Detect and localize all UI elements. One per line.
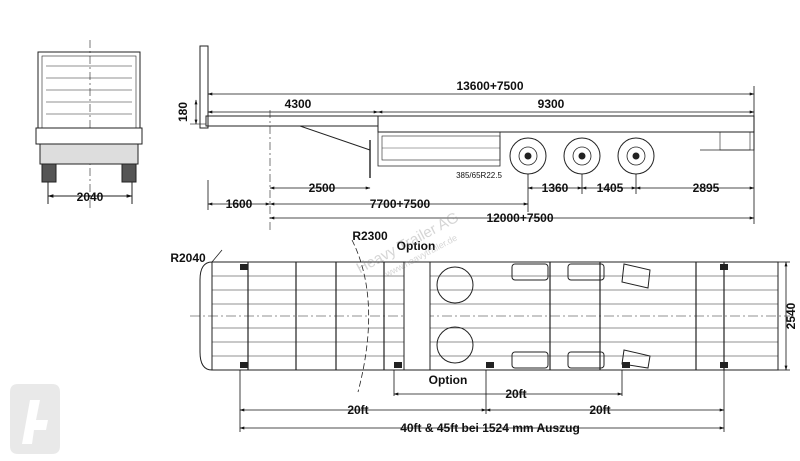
wheel-pocket-3 (511, 351, 549, 369)
wheel-pocket-2 (567, 263, 605, 281)
top-view (190, 239, 790, 393)
container-20ft-center-label: 20ft (505, 387, 526, 401)
front-nose (199, 261, 213, 371)
top-deck-outline (211, 261, 779, 371)
rear-wheel-right (121, 163, 137, 183)
container-20ft-right-label: 20ft (589, 403, 610, 417)
side-headboard (199, 45, 209, 129)
kingpin-to-leg-label: 2500 (309, 181, 336, 195)
rear-deck (35, 127, 143, 145)
container-20ft-left-label: 20ft (347, 403, 368, 417)
rear-bumper (39, 143, 139, 165)
side-dimensions (194, 86, 755, 224)
width-label: 2540 (784, 302, 798, 329)
side-view (190, 45, 755, 230)
gooseneck-deck (205, 115, 379, 127)
axle-spacing-2-label: 1405 (597, 181, 624, 195)
main-deck (377, 115, 755, 133)
gooseneck-step (299, 125, 371, 166)
front-radius-label: R2040 (170, 251, 206, 265)
twistlocks (240, 264, 728, 368)
rear-axle-width-label: 2040 (77, 190, 104, 204)
swing-radius-label: R2300 (352, 229, 388, 243)
option-turntable-top (436, 266, 474, 304)
extension-note-label: 40ft & 45ft bei 1524 mm Auszug (400, 421, 580, 435)
gooseneck-length-label: 4300 (285, 97, 312, 111)
front-overhang-label: 1600 (226, 197, 253, 211)
rear-overhang-label: 2895 (693, 181, 720, 195)
height-label: 180 (176, 102, 190, 122)
tire-label: 385/65R22.5 (456, 171, 502, 180)
rear-lamp-box (719, 131, 751, 151)
option-label-bottom: Option (429, 373, 468, 387)
steer-wheel-2 (621, 349, 651, 369)
axle-spacing-1-label: 1360 (542, 181, 569, 195)
option-label-top: Option (397, 239, 436, 253)
kingpin-to-rear-label: 12000+7500 (486, 211, 553, 225)
option-bay (403, 261, 431, 371)
overall-length-label: 13600+7500 (456, 79, 523, 93)
rear-view (35, 40, 143, 210)
kingpin-to-axle-label: 7700+7500 (370, 197, 431, 211)
wheel-pocket-1 (511, 263, 549, 281)
option-turntable-bottom (436, 326, 474, 364)
top-dimensions (239, 261, 790, 432)
rear-headboard (37, 51, 141, 133)
steer-wheel-1 (621, 263, 651, 289)
watermark-logo (10, 384, 60, 454)
rear-wheel-left (41, 163, 57, 183)
deck-length-label: 9300 (538, 97, 565, 111)
wheel-pocket-4 (567, 351, 605, 369)
